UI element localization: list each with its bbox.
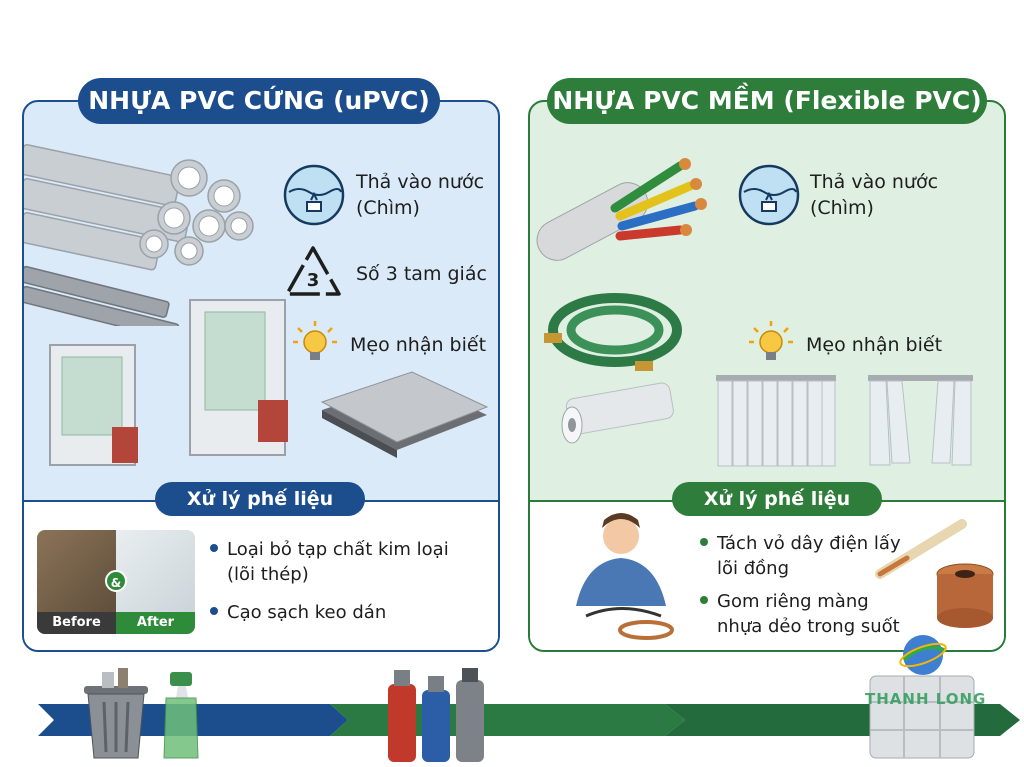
- copper-coil-illustration: [936, 563, 994, 628]
- upvc-bullet-1-cont: (lõi thép): [227, 564, 309, 585]
- flexible-bullet-1: Tách vỏ dây điện lấy: [700, 532, 901, 556]
- recycle-3-icon: 3: [285, 246, 341, 296]
- electric-cable-illustration: [536, 158, 707, 261]
- water-sink-icon: [738, 164, 800, 226]
- upvc-title: NHỰA PVC CỨNG (uPVC): [78, 78, 440, 124]
- flexible-bullet-2: Gom riêng màng: [700, 590, 869, 614]
- upvc-bullet-2-text: Cạo sạch keo dán: [227, 602, 387, 623]
- flexible-bullet-2-cont: nhựa dẻo trong suốt: [717, 616, 900, 637]
- spray-cans-icon: [388, 668, 484, 762]
- upvc-bullet-2: Cạo sạch keo dán: [210, 601, 386, 625]
- pvc-sheets-illustration: [320, 371, 489, 458]
- recycle-number: 3: [307, 270, 320, 291]
- worker-stripping-cable-illustration: [576, 513, 674, 640]
- before-after-pipe-photo: Before After &: [37, 530, 195, 634]
- upvc-tip-label: Mẹo nhận biết: [350, 334, 487, 356]
- ampersand-badge: &: [105, 570, 127, 592]
- bullet-dot: [700, 538, 708, 546]
- bullet-dot: [210, 544, 218, 552]
- stripped-wire-illustration: [875, 519, 967, 579]
- upvc-bullet-1-text: Loại bỏ tạp chất kim loại: [227, 539, 449, 560]
- pvc-pipes-illustration: [24, 143, 254, 326]
- flexible-water-test-label: Thả vào nước: [810, 171, 939, 193]
- flexible-bullet-1-text: Tách vỏ dây điện lấy: [717, 533, 901, 554]
- flexible-bullet-2-text: Gom riêng màng: [717, 591, 869, 612]
- brand-watermark: THANH LONG: [865, 690, 987, 708]
- flexible-tip-label: Mẹo nhận biết: [806, 334, 943, 356]
- upvc-bullet-1: Loại bỏ tạp chất kim loại: [210, 538, 449, 562]
- after-label: After: [116, 612, 195, 634]
- plastic-film-roll-illustration: [561, 382, 674, 444]
- upvc-window-frame-illustration: [49, 344, 138, 466]
- spray-bottle-icon: [163, 672, 199, 759]
- flexible-bullet-1-cont: lõi đồng: [717, 558, 790, 579]
- upvc-water-test-label: Thả vào nước: [356, 171, 485, 193]
- parted-strip-curtain-illustration: [868, 375, 973, 466]
- flexible-water-test-result: (Chìm): [810, 197, 874, 219]
- before-label: Before: [37, 612, 116, 634]
- upvc-scrap-title: Xử lý phế liệu: [155, 482, 365, 516]
- water-sink-icon: [283, 164, 345, 226]
- flexible-scrap-title: Xử lý phế liệu: [672, 482, 882, 516]
- trash-bin-icon: [84, 668, 148, 759]
- bullet-dot: [700, 596, 708, 604]
- lightbulb-icon: [293, 321, 337, 360]
- upvc-window-profile-illustration: [189, 299, 288, 456]
- upvc-recycle-code-label: Số 3 tam giác: [356, 263, 487, 285]
- upvc-water-test-result: (Chìm): [356, 197, 420, 219]
- flexible-pvc-title: NHỰA PVC MỀM (Flexible PVC): [547, 78, 987, 124]
- plastic-bale-icon: [869, 675, 975, 759]
- bullet-dot: [210, 607, 218, 615]
- garden-hose-illustration: [544, 293, 682, 371]
- lightbulb-icon: [749, 321, 793, 360]
- globe-logo-icon: [899, 635, 947, 675]
- strip-curtain-illustration: [716, 375, 836, 467]
